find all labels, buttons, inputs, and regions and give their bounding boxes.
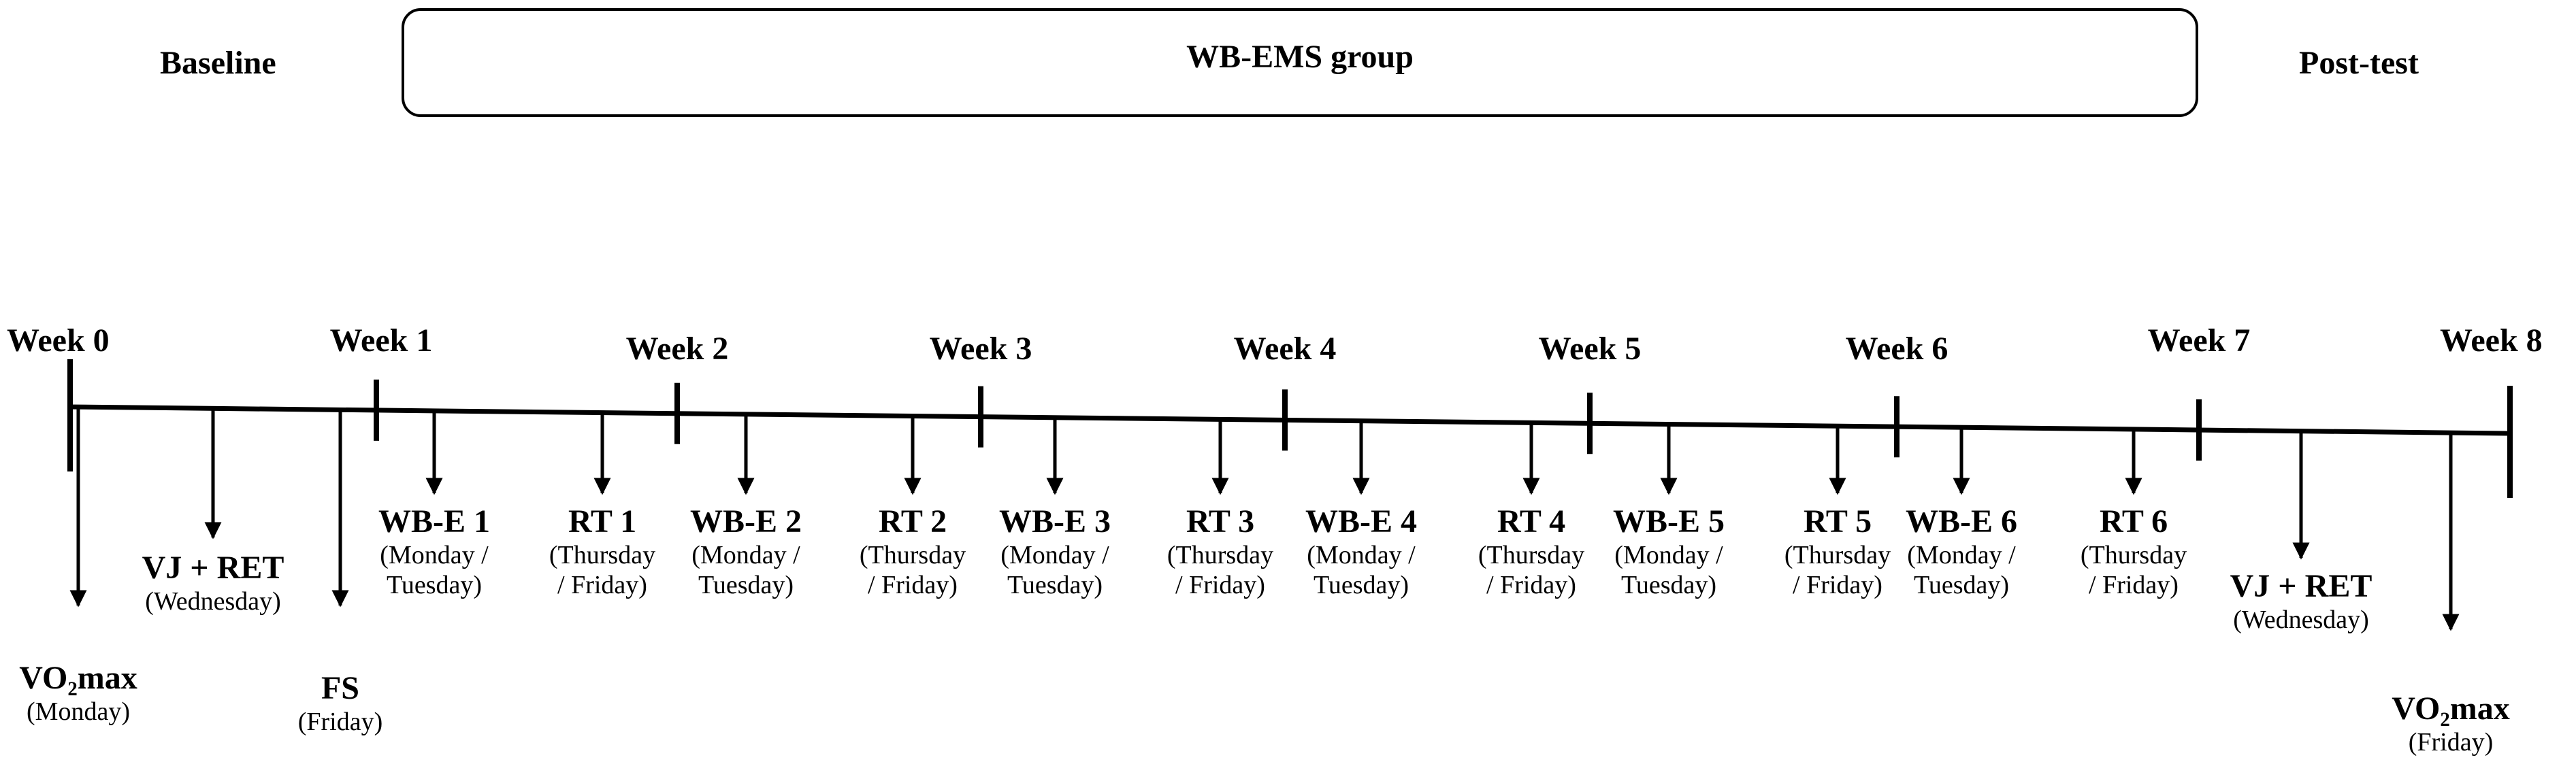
event-day-line: (Friday) (2408, 728, 2494, 757)
event-label: VO₂max(Monday) (19, 660, 137, 727)
event-day-line: / Friday) (1175, 571, 1265, 599)
event-day-line: (Wednesday) (2233, 606, 2369, 634)
event-name: WB-E 4 (1305, 503, 1418, 540)
event-label: VJ + RET(Wednesday) (2230, 568, 2373, 635)
event-day-line: Tuesday) (698, 571, 794, 599)
event-day-line: (Thursday (859, 541, 966, 569)
event-day-line: (Monday / (380, 541, 489, 569)
event-day-line: / Friday) (2089, 571, 2179, 599)
event-day-line: (Friday) (297, 708, 383, 736)
event-label: WB-E 6(Monday /Tuesday) (1906, 503, 2017, 600)
week-label: Week 5 (1538, 331, 1642, 367)
post-test-label: Post-test (2299, 45, 2419, 81)
event-name: FS (321, 670, 359, 706)
event-day-line: (Thursday (1167, 541, 1274, 569)
event-label: RT 5(Thursday/ Friday) (1784, 503, 1891, 600)
week-label: Week 0 (7, 322, 110, 359)
event-label: VO₂max(Friday) (2392, 691, 2509, 757)
event-name: VJ + RET (142, 550, 284, 586)
week-label: Week 8 (2440, 322, 2543, 359)
event-day-line: (Monday / (1000, 541, 1109, 569)
event-day-line: / Friday) (868, 571, 958, 599)
event-name: VO₂max (19, 660, 137, 696)
event-label: WB-E 1(Monday /Tuesday) (378, 503, 490, 600)
event-day: (Friday) (2392, 727, 2509, 757)
event-name: RT 6 (2099, 503, 2168, 540)
event-day: (Monday /Tuesday) (378, 540, 490, 600)
event-label: WB-E 5(Monday /Tuesday) (1613, 503, 1725, 600)
event-day-line: (Monday / (1614, 541, 1723, 569)
event-label: VJ + RET(Wednesday) (142, 550, 284, 616)
event-label: RT 4(Thursday/ Friday) (1478, 503, 1584, 600)
event-day: (Monday /Tuesday) (1906, 540, 2017, 600)
event-day: (Monday /Tuesday) (999, 540, 1111, 600)
event-day-line: / Friday) (1486, 571, 1576, 599)
event-name: WB-E 3 (998, 503, 1111, 540)
event-day-line: (Thursday (1784, 541, 1891, 569)
event-day-line: Tuesday) (1313, 571, 1409, 599)
event-label: WB-E 3(Monday /Tuesday) (999, 503, 1111, 600)
timeline-axis (67, 404, 2511, 436)
event-name: WB-E 6 (1905, 503, 2018, 540)
week-label: Week 1 (329, 322, 433, 359)
event-day-line: Tuesday) (1007, 571, 1103, 599)
event-name: RT 2 (878, 503, 947, 540)
event-day-line: / Friday) (557, 571, 647, 599)
event-day: (Thursday/ Friday) (549, 540, 655, 600)
event-day: (Friday) (298, 707, 383, 737)
event-name: RT 4 (1497, 503, 1566, 540)
event-label: RT 6(Thursday/ Friday) (2081, 503, 2187, 600)
event-day: (Thursday/ Friday) (860, 540, 966, 600)
event-day: (Thursday/ Friday) (1478, 540, 1584, 600)
event-day: (Monday /Tuesday) (1305, 540, 1417, 600)
event-day-line: (Monday) (27, 697, 130, 726)
event-day: (Thursday/ Friday) (2081, 540, 2187, 600)
event-label: RT 2(Thursday/ Friday) (860, 503, 966, 600)
event-day-line: (Monday / (1907, 541, 2016, 569)
event-name: VJ + RET (2230, 568, 2373, 604)
event-label: RT 1(Thursday/ Friday) (549, 503, 655, 600)
baseline-label: Baseline (160, 45, 276, 81)
event-day-line: (Wednesday) (145, 587, 281, 616)
event-day-line: (Thursday (549, 541, 656, 569)
event-name: WB-E 2 (689, 503, 802, 540)
event-day-line: (Monday / (691, 541, 800, 569)
wb-ems-group-label: WB-EMS group (1186, 39, 1414, 75)
event-day: (Monday /Tuesday) (1613, 540, 1725, 600)
event-day-line: Tuesday) (1620, 571, 1717, 599)
event-day: (Thursday/ Friday) (1784, 540, 1891, 600)
event-day: (Monday) (19, 697, 137, 727)
event-label: FS(Friday) (298, 670, 383, 737)
event-day: (Monday /Tuesday) (690, 540, 802, 600)
event-name: WB-E 1 (378, 503, 491, 540)
event-day-line: Tuesday) (386, 571, 483, 599)
event-name: RT 1 (568, 503, 637, 540)
event-day: (Wednesday) (142, 586, 284, 616)
event-label: WB-E 2(Monday /Tuesday) (690, 503, 802, 600)
event-label: RT 3(Thursday/ Friday) (1167, 503, 1273, 600)
wb-ems-group-box: WB-EMS group (402, 8, 2198, 117)
event-name: WB-E 5 (1612, 503, 1725, 540)
event-name: RT 5 (1803, 503, 1872, 540)
event-day: (Thursday/ Friday) (1167, 540, 1273, 600)
week-label: Week 2 (625, 331, 729, 367)
event-day-line: / Friday) (1793, 571, 1882, 599)
week-label: Week 6 (1845, 331, 1949, 367)
event-day-line: (Thursday (1478, 541, 1585, 569)
week-label: Week 3 (929, 331, 1032, 367)
event-day-line: (Monday / (1307, 541, 1416, 569)
event-day: (Wednesday) (2230, 605, 2373, 635)
event-day-line: Tuesday) (1913, 571, 2010, 599)
event-label: WB-E 4(Monday /Tuesday) (1305, 503, 1417, 600)
event-name: VO₂max (2392, 691, 2510, 727)
event-day-line: (Thursday (2080, 541, 2187, 569)
event-name: RT 3 (1186, 503, 1255, 540)
week-label: Week 7 (2147, 322, 2251, 359)
week-label: Week 4 (1233, 331, 1337, 367)
